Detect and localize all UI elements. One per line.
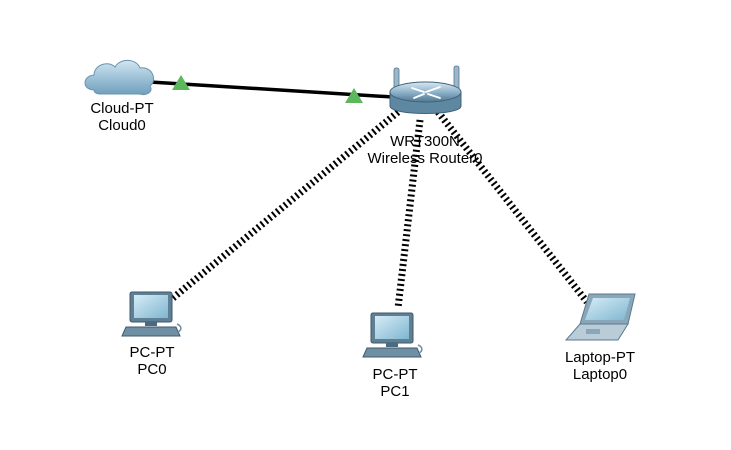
device-name-label: Cloud0 (98, 117, 146, 134)
device-model-label: WRT300N (390, 133, 460, 150)
device-wireless-router0[interactable] (389, 65, 462, 114)
device-label-cloud0: Cloud-PT Cloud0 (72, 100, 172, 134)
cloud-icon (84, 59, 155, 95)
device-name-label: Laptop0 (572, 366, 628, 383)
link-status-triangle (172, 75, 190, 90)
device-pc0[interactable] (121, 291, 182, 337)
link-status-triangle (345, 88, 363, 103)
link-router-pc0[interactable] (170, 109, 401, 301)
device-label-pc1: PC-PT PC1 (345, 366, 445, 400)
device-name-label: Wireless Router0 (367, 150, 483, 167)
device-label-laptop0: Laptop-PT Laptop0 (545, 349, 655, 383)
laptop-icon (564, 293, 636, 341)
link-router-laptop[interactable] (435, 109, 590, 305)
pc-icon (121, 291, 182, 337)
device-label-router: WRT300N Wireless Router0 (340, 133, 510, 167)
device-model-label: Laptop-PT (564, 349, 636, 366)
pc-icon (362, 312, 423, 358)
device-model-label: Cloud-PT (90, 100, 154, 117)
device-model-label: PC-PT (129, 344, 175, 361)
device-name-label: PC1 (380, 383, 410, 400)
device-pc1[interactable] (362, 312, 423, 358)
link-router-pc1[interactable] (394, 119, 424, 309)
router-icon (389, 65, 462, 114)
device-model-label: PC-PT (372, 366, 418, 383)
device-label-pc0: PC-PT PC0 (102, 344, 202, 378)
device-cloud0[interactable] (84, 59, 155, 95)
device-laptop0[interactable] (564, 293, 636, 341)
device-name-label: PC0 (137, 361, 167, 378)
links-layer (149, 80, 590, 309)
